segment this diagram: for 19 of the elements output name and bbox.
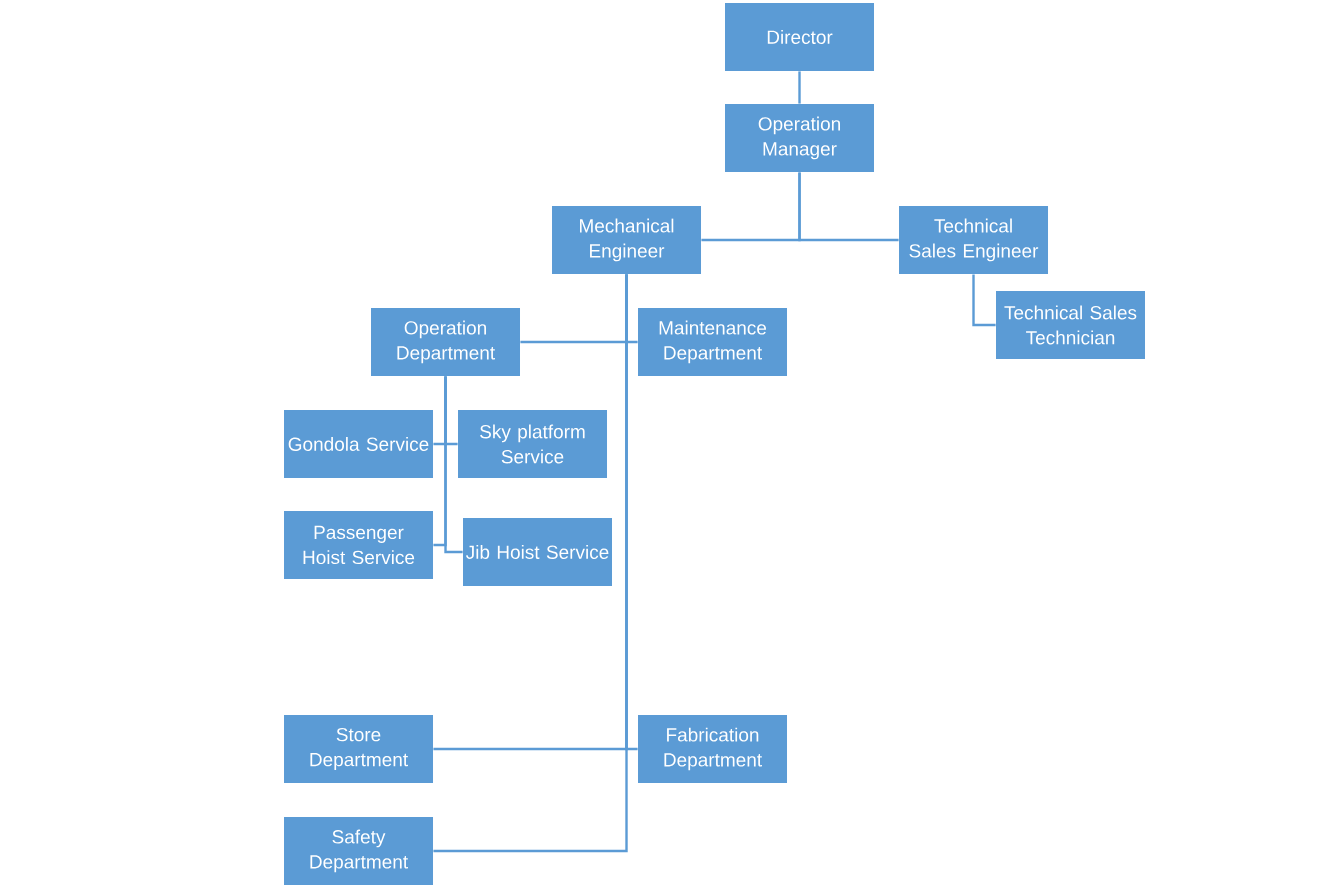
connector-line xyxy=(798,172,899,242)
org-box: Mechanical Engineer xyxy=(552,206,701,274)
org-box: Maintenance Department xyxy=(638,308,787,376)
org-box: Director xyxy=(725,3,874,71)
org-box: Passenger Hoist Service xyxy=(284,511,433,579)
org-box: Operation Manager xyxy=(725,104,874,172)
org-box: Safety Department xyxy=(284,817,433,885)
connector-line xyxy=(972,274,996,327)
org-box: Technical Sales Engineer xyxy=(899,206,1048,274)
org-box: Operation Department xyxy=(371,308,520,376)
connector-line xyxy=(798,71,801,104)
org-box: Sky platform Service xyxy=(458,410,607,478)
org-box: Store Department xyxy=(284,715,433,783)
connector-line xyxy=(444,376,463,554)
org-box: Fabrication Department xyxy=(638,715,787,783)
org-box: Technical Sales Technician xyxy=(996,291,1145,359)
org-box: Gondola Service xyxy=(284,410,433,478)
connector-line xyxy=(433,274,628,853)
org-box: Jib Hoist Service xyxy=(463,518,612,586)
